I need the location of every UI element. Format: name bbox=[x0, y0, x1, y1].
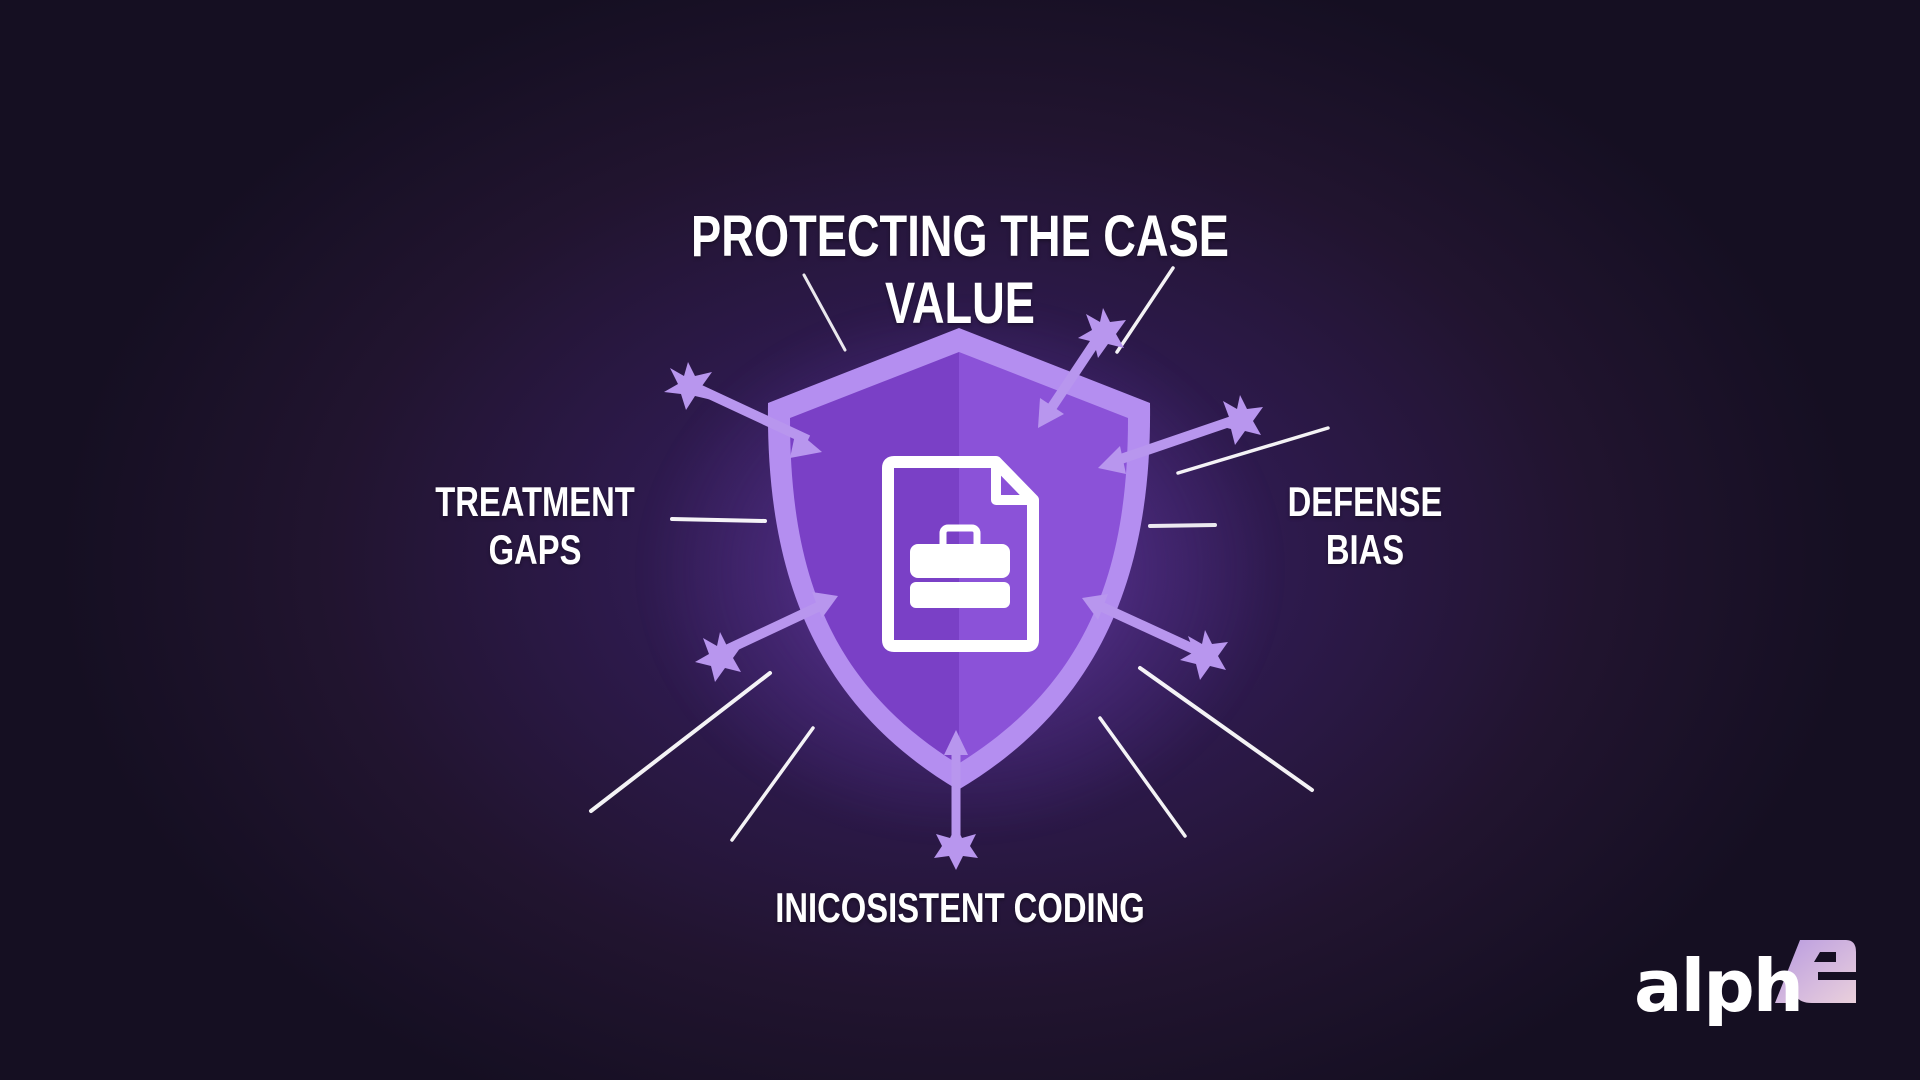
page-title: PROTECTING THE CASE VALUE bbox=[691, 204, 1229, 336]
brand-logo: alph bbox=[1634, 932, 1804, 1028]
document-briefcase-icon bbox=[882, 456, 1039, 652]
label-line: GAPS bbox=[488, 526, 582, 574]
brand-logo-text: alph bbox=[1634, 944, 1804, 1028]
threat-label-inconsistent-coding: INICOSISTENT CODING bbox=[775, 884, 1145, 931]
threat-arrows bbox=[664, 308, 1263, 870]
threat-label-treatment-gaps: TREATMENT GAPS bbox=[422, 478, 648, 575]
label-line: TREATMENT bbox=[435, 478, 635, 525]
star-arrow-icon bbox=[664, 362, 822, 458]
star-arrow-icon bbox=[1098, 395, 1263, 474]
star-arrow-icon bbox=[934, 730, 978, 870]
star-arrow-icon bbox=[695, 592, 838, 682]
threat-label-defense-bias: DEFENSE BIAS bbox=[1252, 478, 1478, 575]
star-arrow-icon bbox=[1082, 594, 1228, 680]
label-line: BIAS bbox=[1325, 526, 1405, 574]
label-line: DEFENSE bbox=[1287, 478, 1443, 525]
brand-logo-mark bbox=[1775, 940, 1856, 1003]
star-arrow-icon bbox=[1038, 308, 1126, 428]
motion-lines bbox=[589, 266, 1330, 842]
